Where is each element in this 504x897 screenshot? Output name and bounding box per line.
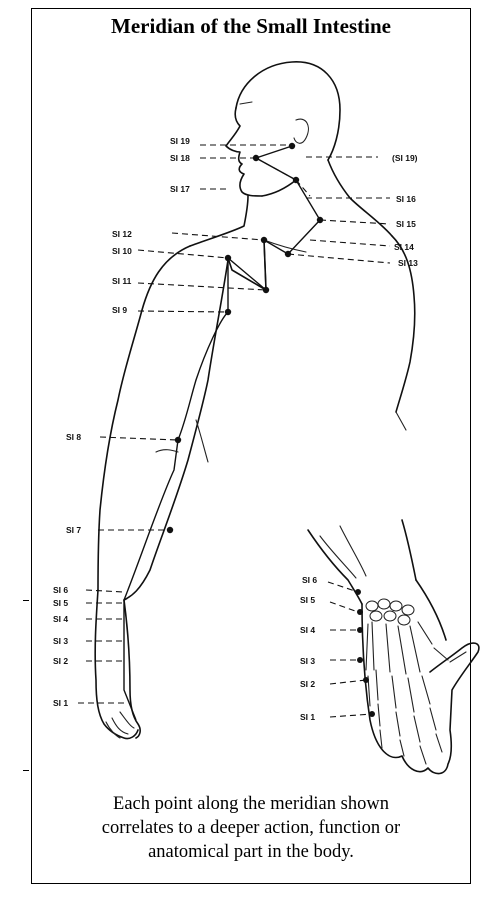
label-si12: SI 12 [112,229,132,239]
label-si9: SI 9 [112,305,127,315]
hand-label-si1: SI 1 [300,712,315,722]
thumb-base [416,580,446,640]
label-si19: SI 19 [170,136,190,146]
label-si1: SI 1 [53,698,68,708]
hand-point-si4 [357,627,363,633]
label-si15: SI 15 [396,219,416,229]
point-si12 [261,237,267,243]
neck-front [190,196,248,246]
hand-point-si3 [357,657,363,663]
hand-point-si1 [369,711,375,717]
acupoints [167,143,375,717]
leader-lines-left [78,145,292,703]
caption-line: Each point along the meridian shown [40,792,462,816]
point-si8 [175,437,181,443]
point-si11 [263,287,269,293]
meridian-line [124,146,320,600]
point-si9 [225,309,231,315]
elbow-fold [156,450,178,452]
caption-line: anatomical part in the body. [40,840,462,864]
hand-point-si6 [355,589,361,595]
point-si18 [253,155,259,161]
point-si15 [317,217,323,223]
label-si5: SI 5 [53,598,68,608]
hand-point-si5 [357,609,363,615]
wrist-outer [308,530,362,604]
finger-line [120,712,134,728]
ear [294,119,308,143]
label-si2: SI 2 [53,656,68,666]
caption-line: correlates to a deeper action, function … [40,816,462,840]
hand-label-si4: SI 4 [300,625,315,635]
body-point-labels: SI 19 SI 18 SI 17 SI 12 SI 10 SI 11 SI 9… [53,136,418,708]
meridian-path [124,146,320,720]
forearm-contour [340,526,366,576]
scapula [228,240,266,290]
forearm-hand-outer [95,590,138,739]
jaw [262,180,296,196]
label-si17: SI 17 [170,184,190,194]
hand-label-si3: SI 3 [300,656,315,666]
point-si19 [289,143,295,149]
label-si18: SI 18 [170,153,190,163]
label-si14: SI 14 [394,242,414,252]
finger-line [112,718,128,734]
label-si3: SI 3 [53,636,68,646]
label-si7: SI 7 [66,525,81,535]
hand-label-si6: SI 6 [302,575,317,585]
wrist-inner [402,520,416,580]
elbow-crease [196,420,208,462]
forearm-hand-inner [124,600,140,738]
point-si10 [225,255,231,261]
leader-lines-hand [328,582,372,717]
label-si19-paren: (SI 19) [392,153,418,163]
point-si17 [293,177,299,183]
hand-label-si5: SI 5 [300,595,315,605]
label-si10: SI 10 [112,246,132,256]
hand-figure [308,520,479,774]
hand-label-si2: SI 2 [300,679,315,689]
label-si11: SI 11 [112,276,132,286]
back-crease [396,412,406,430]
label-si8: SI 8 [66,432,81,442]
point-si13 [285,251,291,257]
point-si7 [167,527,173,533]
hand-point-labels: SI 6 SI 5 SI 4 SI 3 SI 2 SI 1 [300,575,317,722]
label-si16: SI 16 [396,194,416,204]
hand-point-si2 [363,677,369,683]
body-outline [95,62,415,739]
arm-outer [98,246,190,590]
forearm-contour [320,536,356,578]
label-si6: SI 6 [53,585,68,595]
label-si13: SI 13 [398,258,418,268]
face-profile [226,108,262,196]
label-si4: SI 4 [53,614,68,624]
figure-caption: Each point along the meridian shown corr… [40,792,462,864]
eyebrow [240,102,252,104]
